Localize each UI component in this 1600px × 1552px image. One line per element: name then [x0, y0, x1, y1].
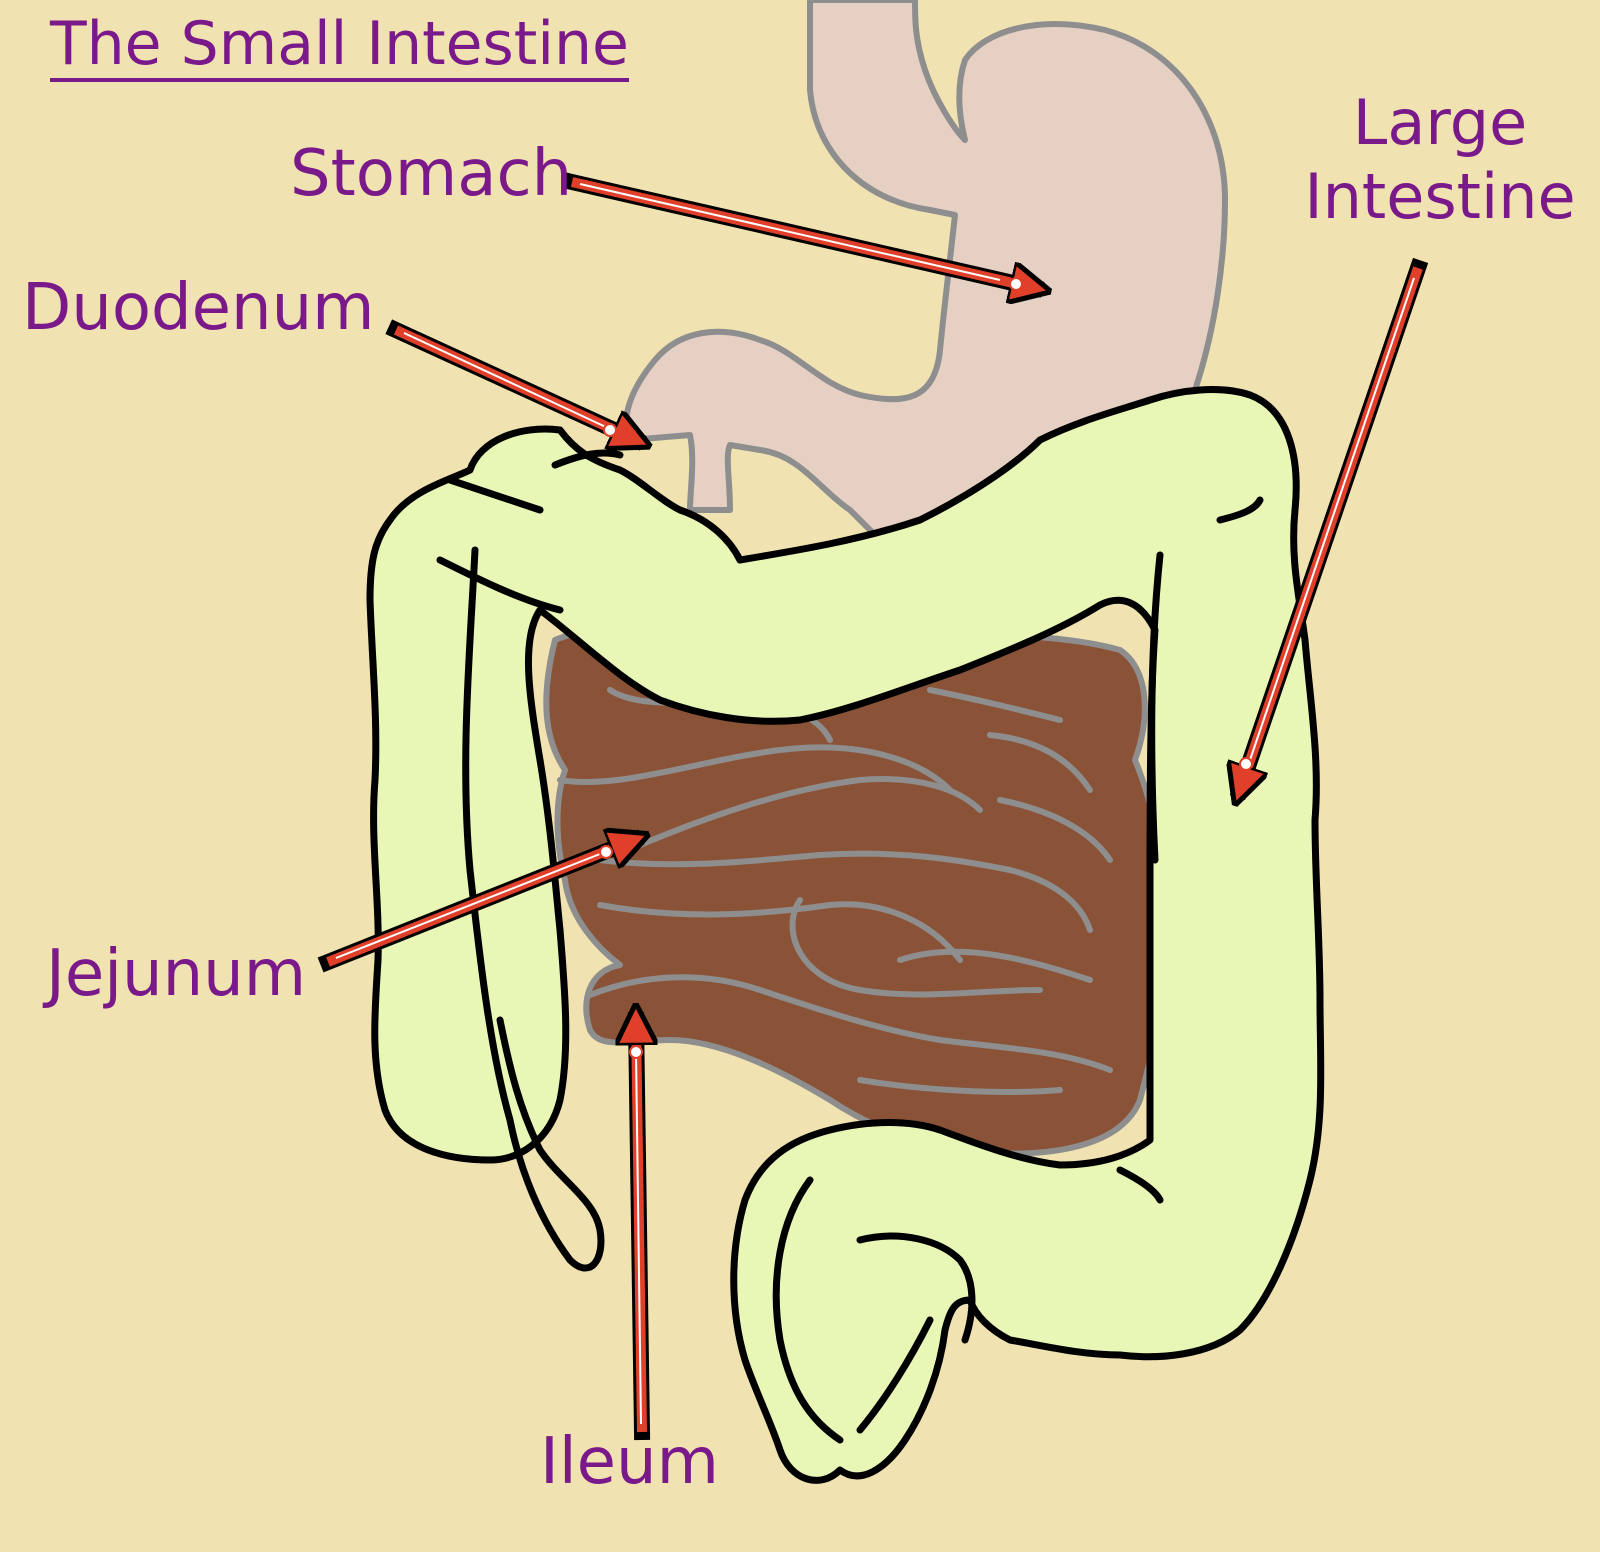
label-large-intestine: Large Intestine	[1290, 86, 1590, 235]
label-duodenum: Duodenum	[22, 271, 375, 345]
label-jejunum: Jejunum	[46, 937, 307, 1011]
label-large-intestine-line1: Large	[1352, 86, 1528, 159]
label-large-intestine-line2: Intestine	[1304, 160, 1576, 234]
large-intestine-shape	[366, 386, 1325, 1484]
label-stomach: Stomach	[290, 137, 573, 211]
arrow-dots	[599, 277, 1253, 1059]
stomach-shape	[623, 0, 1228, 543]
diagram-title: The Small Intestine	[50, 14, 629, 82]
label-ileum: Ileum	[540, 1425, 719, 1499]
pointer-arrows	[317, 172, 1429, 1441]
large-intestine-details	[436, 449, 1264, 1444]
